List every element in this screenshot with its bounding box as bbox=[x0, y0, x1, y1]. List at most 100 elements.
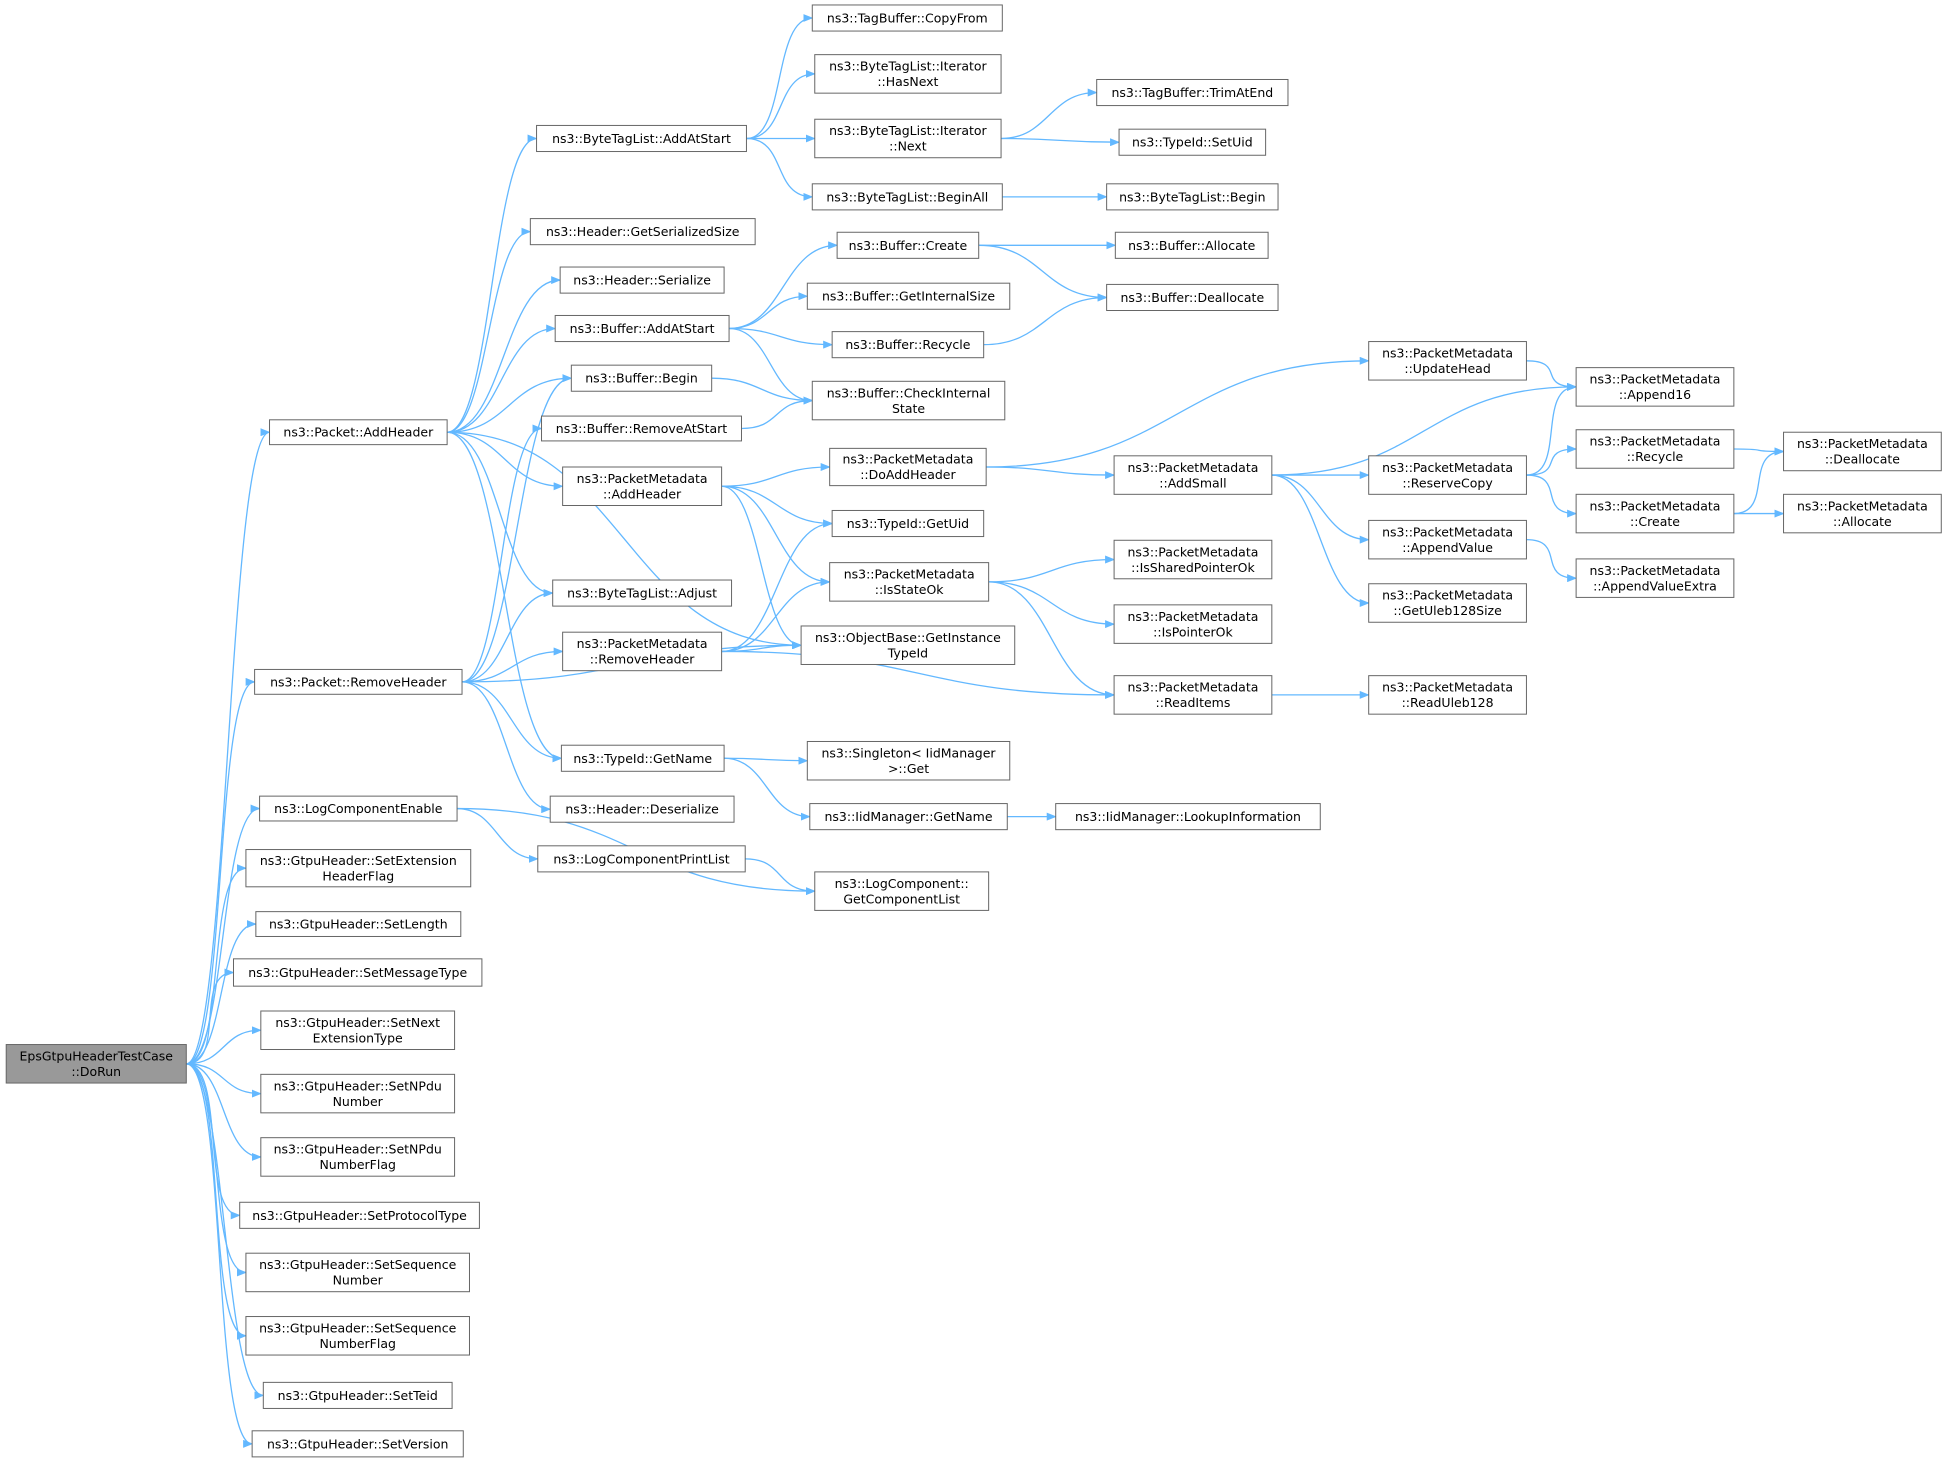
node-set-length[interactable]: ns3::GtpuHeader::SetLength bbox=[255, 911, 462, 937]
node-box[interactable] bbox=[251, 1430, 464, 1458]
node-btl-addatstart[interactable]: ns3::ByteTagList::AddAtStart bbox=[536, 124, 747, 153]
node-pm-isptrok[interactable]: ns3::PacketMetadata::IsPointerOk bbox=[1113, 604, 1273, 644]
node-pm-issharedptrok[interactable]: ns3::PacketMetadata::IsSharedPointerOk bbox=[1113, 539, 1273, 580]
node-box[interactable] bbox=[552, 579, 733, 607]
node-box[interactable] bbox=[554, 314, 730, 343]
node-box[interactable] bbox=[814, 54, 1002, 94]
node-box[interactable] bbox=[1106, 283, 1279, 312]
node-box[interactable] bbox=[5, 1044, 187, 1084]
node-btl-it-next[interactable]: ns3::ByteTagList::Iterator::Next bbox=[814, 118, 1002, 159]
node-box[interactable] bbox=[239, 1201, 480, 1229]
node-pm-isstateok[interactable]: ns3::PacketMetadata::IsStateOk bbox=[829, 562, 990, 602]
node-box[interactable] bbox=[232, 958, 483, 987]
node-set-msg-type[interactable]: ns3::GtpuHeader::SetMessageType bbox=[232, 958, 483, 987]
node-box[interactable] bbox=[811, 4, 1003, 32]
node-pm-readitems[interactable]: ns3::PacketMetadata::ReadItems bbox=[1113, 675, 1273, 715]
node-typeid-setuid[interactable]: ns3::TypeId::SetUid bbox=[1118, 128, 1267, 156]
node-pm-addsmall[interactable]: ns3::PacketMetadata::AddSmall bbox=[1113, 455, 1273, 495]
node-box[interactable] bbox=[1368, 519, 1527, 560]
node-pm-deallocate[interactable]: ns3::PacketMetadata::Deallocate bbox=[1783, 431, 1942, 472]
node-set-proto[interactable]: ns3::GtpuHeader::SetProtocolType bbox=[239, 1201, 480, 1229]
node-box[interactable] bbox=[1113, 455, 1273, 495]
node-box[interactable] bbox=[537, 845, 746, 873]
node-set-version[interactable]: ns3::GtpuHeader::SetVersion bbox=[251, 1430, 464, 1458]
node-box[interactable] bbox=[260, 1073, 456, 1114]
node-btl-beginall[interactable]: ns3::ByteTagList::BeginAll bbox=[811, 183, 1003, 211]
node-box[interactable] bbox=[245, 849, 472, 888]
node-pm-removeheader[interactable]: ns3::PacketMetadata::RemoveHeader bbox=[562, 631, 723, 672]
node-box[interactable] bbox=[570, 364, 713, 392]
node-pkt-addheader[interactable]: ns3::Packet::AddHeader bbox=[269, 419, 448, 446]
node-box[interactable] bbox=[829, 447, 987, 487]
node-box[interactable] bbox=[1368, 675, 1527, 715]
node-pm-append16[interactable]: ns3::PacketMetadata::Append16 bbox=[1575, 367, 1735, 407]
node-typeid-getuid[interactable]: ns3::TypeId::GetUid bbox=[831, 509, 985, 538]
node-box[interactable] bbox=[1783, 493, 1942, 534]
node-box[interactable] bbox=[549, 795, 735, 823]
node-iid-getname[interactable]: ns3::IidManager::GetName bbox=[809, 803, 1008, 831]
node-box[interactable] bbox=[269, 419, 448, 446]
node-hdr-serialize[interactable]: ns3::Header::Serialize bbox=[559, 266, 725, 294]
node-typeid-getname[interactable]: ns3::TypeId::GetName bbox=[560, 744, 725, 772]
node-box[interactable] bbox=[811, 183, 1003, 211]
node-box[interactable] bbox=[1055, 803, 1321, 831]
node-box[interactable] bbox=[1114, 231, 1269, 259]
node-box[interactable] bbox=[831, 509, 985, 538]
node-box[interactable] bbox=[562, 631, 723, 672]
node-box[interactable] bbox=[1106, 183, 1279, 211]
node-box[interactable] bbox=[1575, 493, 1735, 534]
node-box[interactable] bbox=[541, 415, 742, 442]
node-box[interactable] bbox=[806, 740, 1011, 781]
node-box[interactable] bbox=[1783, 431, 1942, 472]
node-box[interactable] bbox=[254, 668, 463, 695]
node-pm-addheader[interactable]: ns3::PacketMetadata::AddHeader bbox=[562, 466, 723, 507]
node-pm-allocate[interactable]: ns3::PacketMetadata::Allocate bbox=[1783, 493, 1942, 534]
node-box[interactable] bbox=[1096, 78, 1289, 107]
node-box[interactable] bbox=[245, 1316, 470, 1356]
node-log-enable[interactable]: ns3::LogComponentEnable bbox=[259, 795, 458, 822]
node-buf-addatstart[interactable]: ns3::Buffer::AddAtStart bbox=[554, 314, 730, 343]
node-buf-recycle[interactable]: ns3::Buffer::Recycle bbox=[831, 331, 985, 359]
node-box[interactable] bbox=[1368, 583, 1527, 623]
node-box[interactable] bbox=[831, 331, 985, 359]
node-buf-removeatstart[interactable]: ns3::Buffer::RemoveAtStart bbox=[541, 415, 742, 442]
node-pkt-removeheader[interactable]: ns3::Packet::RemoveHeader bbox=[254, 668, 463, 695]
node-box[interactable] bbox=[255, 911, 462, 937]
node-pm-appendvalueextra[interactable]: ns3::PacketMetadata::AppendValueExtra bbox=[1575, 558, 1735, 598]
node-box[interactable] bbox=[259, 795, 458, 822]
node-box[interactable] bbox=[811, 380, 1006, 421]
node-box[interactable] bbox=[806, 282, 1011, 310]
node-pm-reservecopy[interactable]: ns3::PacketMetadata::ReserveCopy bbox=[1368, 455, 1527, 495]
node-box[interactable] bbox=[814, 118, 1002, 159]
node-buf-begin[interactable]: ns3::Buffer::Begin bbox=[570, 364, 713, 392]
node-box[interactable] bbox=[1118, 128, 1267, 156]
node-box[interactable] bbox=[1575, 367, 1735, 407]
node-box[interactable] bbox=[814, 871, 990, 911]
node-box[interactable] bbox=[829, 562, 990, 602]
node-pm-getuleb128size[interactable]: ns3::PacketMetadata::GetUleb128Size bbox=[1368, 583, 1527, 623]
node-root[interactable]: EpsGtpuHeaderTestCase::DoRun bbox=[5, 1044, 187, 1084]
node-buf-getinternalsize[interactable]: ns3::Buffer::GetInternalSize bbox=[806, 282, 1011, 310]
node-btl-begin[interactable]: ns3::ByteTagList::Begin bbox=[1106, 183, 1279, 211]
node-box[interactable] bbox=[529, 218, 756, 246]
node-btl-adjust[interactable]: ns3::ByteTagList::Adjust bbox=[552, 579, 733, 607]
node-box[interactable] bbox=[260, 1010, 456, 1051]
node-buf-allocate[interactable]: ns3::Buffer::Allocate bbox=[1114, 231, 1269, 259]
node-set-teid[interactable]: ns3::GtpuHeader::SetTeid bbox=[262, 1381, 453, 1409]
node-tb-copyfrom[interactable]: ns3::TagBuffer::CopyFrom bbox=[811, 4, 1003, 32]
node-box[interactable] bbox=[560, 744, 725, 772]
node-buf-deallocate[interactable]: ns3::Buffer::Deallocate bbox=[1106, 283, 1279, 312]
node-pm-recycle[interactable]: ns3::PacketMetadata::Recycle bbox=[1575, 429, 1735, 469]
node-box[interactable] bbox=[1368, 341, 1527, 381]
node-box[interactable] bbox=[1368, 455, 1527, 495]
node-btl-it-hasnext[interactable]: ns3::ByteTagList::Iterator::HasNext bbox=[814, 54, 1002, 94]
node-box[interactable] bbox=[536, 124, 747, 153]
